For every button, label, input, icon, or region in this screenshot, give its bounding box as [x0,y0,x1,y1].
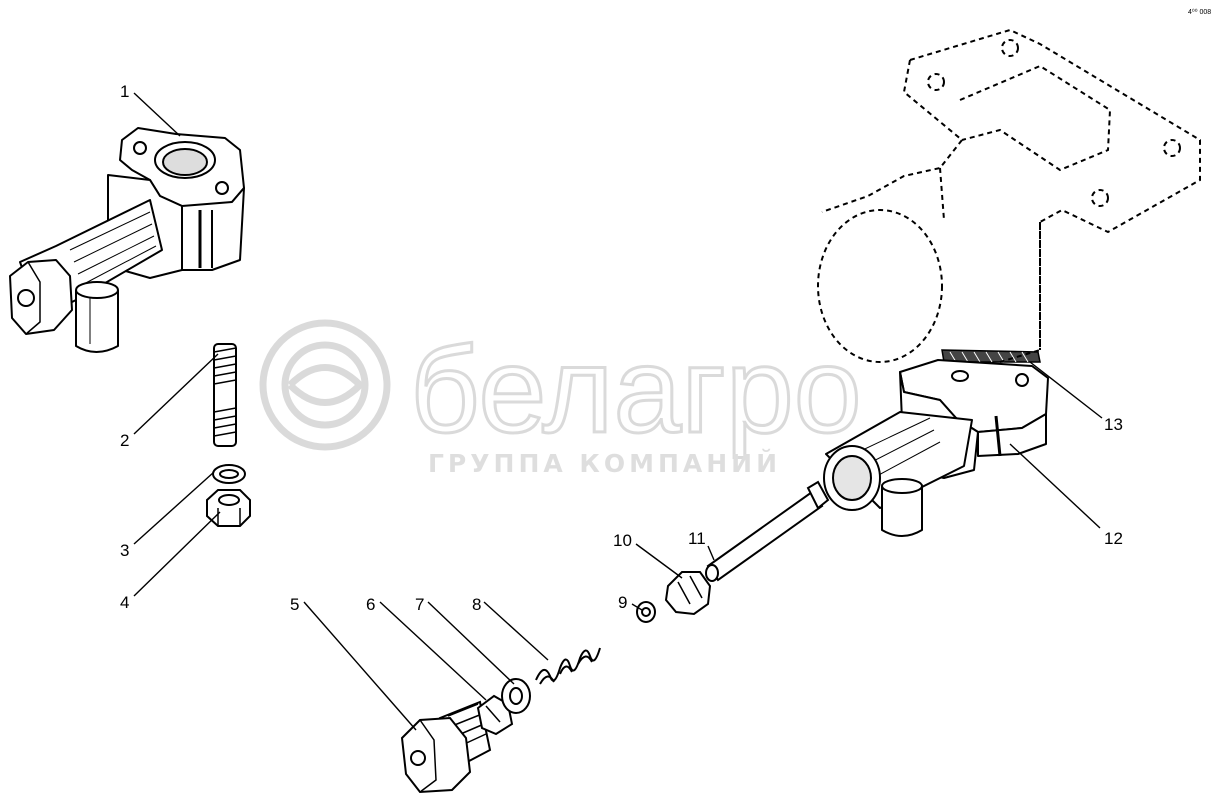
callout-13: 13 [1104,415,1123,434]
part-8-spring [535,647,601,685]
part-10-nut [664,571,712,616]
part-11-rod [705,480,830,582]
watermark-subtitle: ГРУППА КОМПАНИЙ [428,449,781,478]
callout-5: 5 [290,595,299,614]
callout-1: 1 [120,82,129,101]
callout-3: 3 [120,541,129,560]
callout-6: 6 [366,595,375,614]
callout-11: 11 [688,529,706,548]
leader-lines [133,92,1103,731]
part-5-plug [400,700,492,794]
callout-12: 12 [1104,529,1123,548]
callout-2: 2 [120,431,129,450]
watermark-brand: белагро [410,322,862,458]
callout-10: 10 [613,531,632,550]
callout-8: 8 [472,595,481,614]
watermark: белагро ГРУППА КОМПАНИЙ [259,319,863,478]
part-1-housing [9,127,245,353]
part-9-small-washer [636,601,656,623]
part-13-gasket [941,349,1041,363]
watermark-logo-icon [259,319,391,451]
callout-7: 7 [415,595,424,614]
part-2-stud [213,343,237,447]
callout-4: 4 [120,593,129,612]
drawing-code: 4⁰⁰ 008 [1188,8,1211,16]
callout-labels: 1 2 3 4 5 6 7 8 9 10 11 12 13 [120,82,1123,614]
part-12-tee-housing [823,359,1049,537]
part-3-washer [212,464,246,484]
manifold-outline [817,28,1201,363]
part-4-nut [206,489,251,527]
callout-9: 9 [618,593,627,612]
part-7-washer [501,678,531,714]
